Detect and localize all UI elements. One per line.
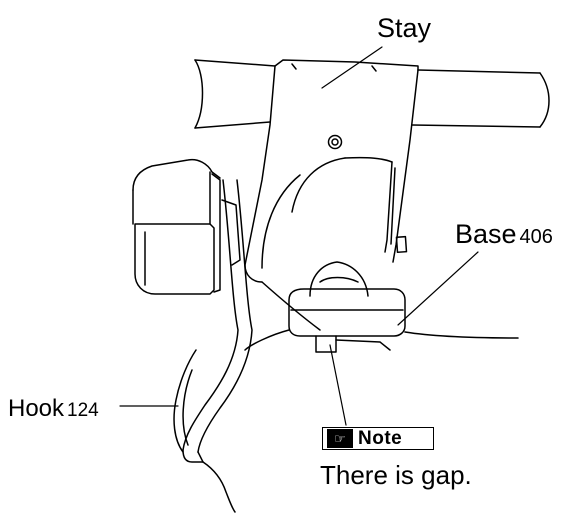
stay-part — [244, 59, 419, 283]
stay-label: Stay — [377, 13, 432, 43]
note-leader — [329, 344, 347, 426]
base-part — [244, 261, 519, 353]
side-block — [132, 158, 241, 295]
stay-leader — [321, 46, 383, 89]
note-badge: ☞ Note — [322, 427, 434, 450]
hook-label-text: Hook — [8, 395, 65, 422]
note-title: Note — [358, 427, 403, 449]
hand-pointing-icon: ☞ — [327, 429, 353, 448]
base-part-number: 406 — [519, 226, 553, 248]
horizontal-bar — [194, 59, 550, 129]
base-label-text: Base — [455, 219, 517, 249]
hook-part-number: 124 — [67, 400, 99, 421]
base-leader — [397, 251, 479, 326]
note-text: There is gap. — [320, 460, 472, 490]
leader-lines — [119, 46, 479, 426]
hook-part — [173, 179, 321, 513]
